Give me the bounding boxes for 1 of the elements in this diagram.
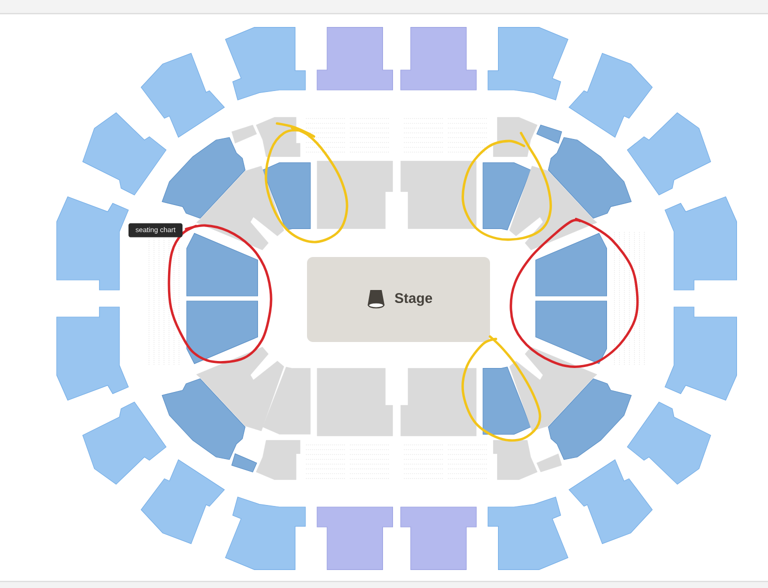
stage-box: Stage — [307, 257, 490, 342]
